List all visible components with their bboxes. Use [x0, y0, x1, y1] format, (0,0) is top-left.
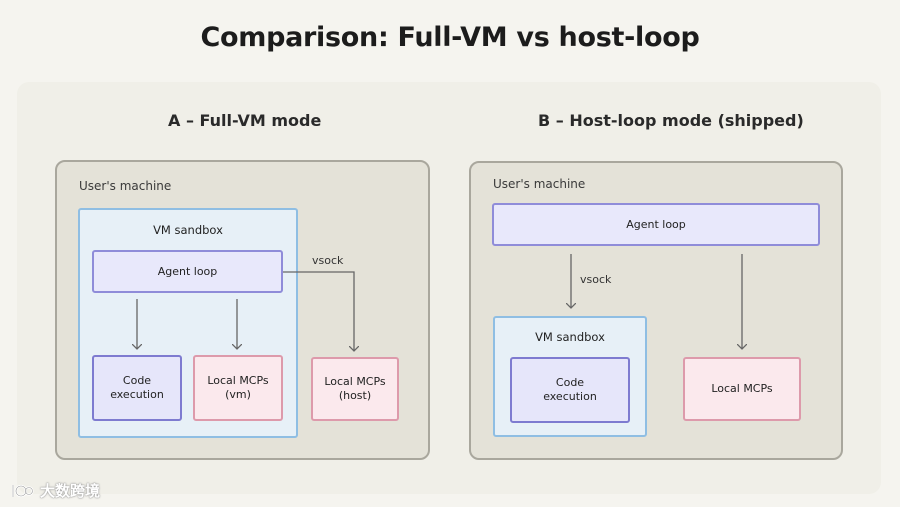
section-a-agent-loop: Agent loop	[92, 250, 283, 293]
section-a-code-execution: Code execution	[92, 355, 182, 421]
section-a-local-mcps-vm: Local MCPs (vm)	[193, 355, 283, 421]
section-a-local-mcps-host: Local MCPs (host)	[311, 357, 399, 421]
watermark-text: 大数跨境	[40, 482, 101, 500]
page-title: Comparison: Full-VM vs host-loop	[200, 22, 700, 53]
section-a-vm-label: VM sandbox	[153, 223, 223, 237]
section-b-machine-label: User's machine	[493, 177, 586, 191]
section-a-machine-label: User's machine	[79, 179, 172, 193]
section-b-local-mcps: Local MCPs	[683, 357, 801, 421]
watermark: 大数跨境	[10, 480, 100, 501]
section-b-agent-loop: Agent loop	[492, 203, 820, 246]
section-a-vsock-label: vsock	[312, 254, 344, 267]
section-b-code-execution: Code execution	[510, 357, 630, 423]
section-a-heading: A – Full-VM mode	[168, 111, 322, 130]
section-b-vsock-label: vsock	[580, 273, 612, 286]
section-b-vm-label: VM sandbox	[535, 330, 605, 344]
section-b-heading: B – Host-loop mode (shipped)	[538, 111, 804, 130]
brand-logo-icon	[11, 484, 34, 497]
